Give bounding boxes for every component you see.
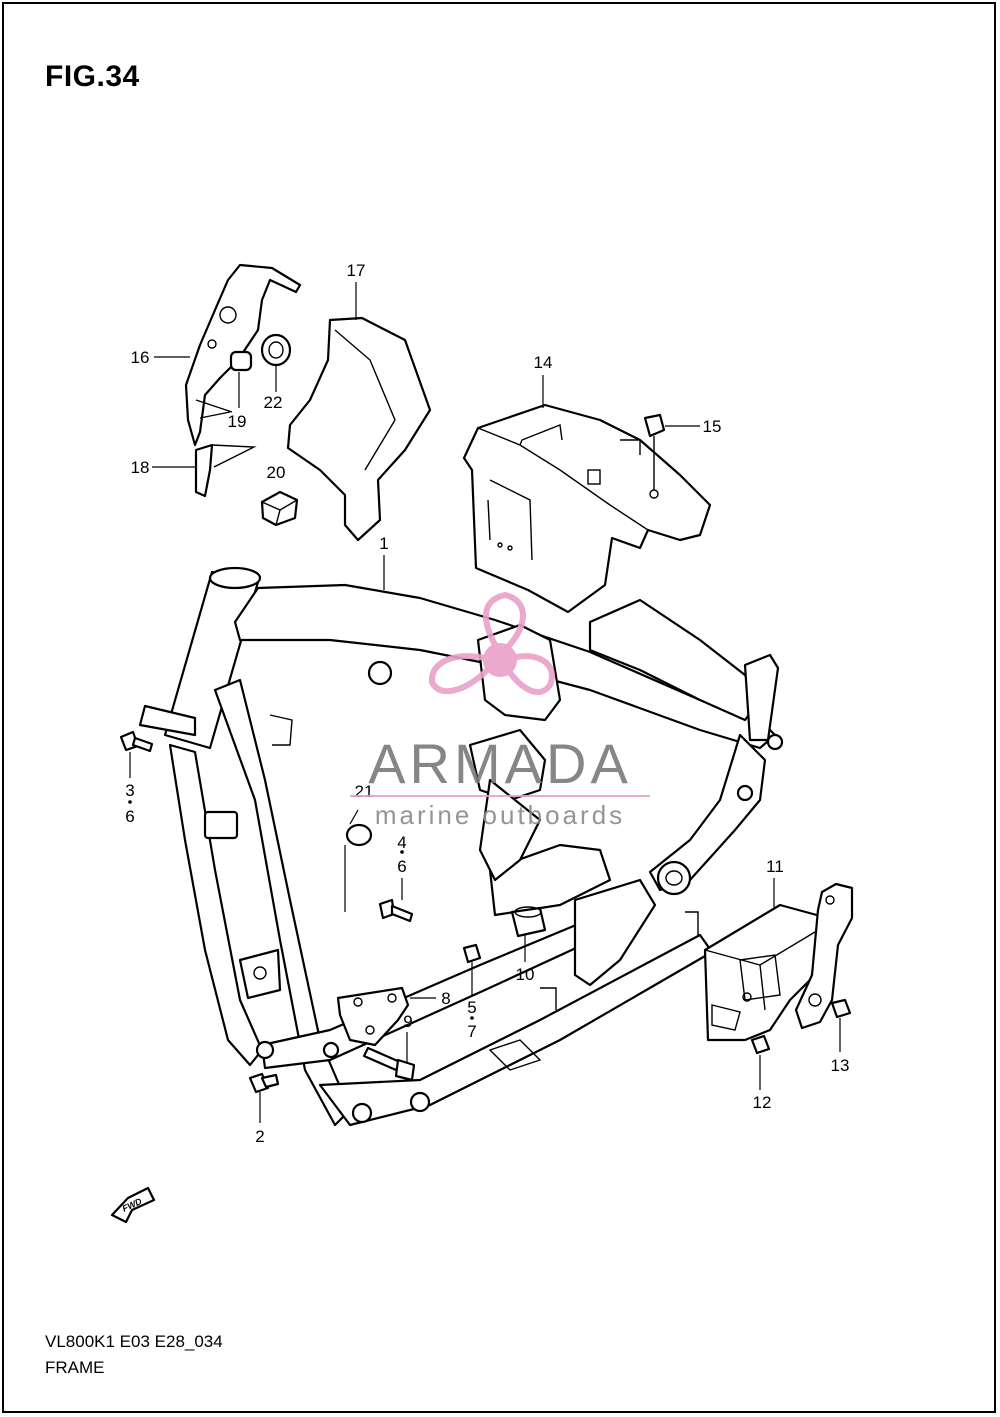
callout-3[interactable]: 3 — [125, 781, 134, 800]
propeller-logo-icon — [428, 591, 555, 696]
part-1-frame[interactable] — [138, 566, 784, 1127]
part-18-strip[interactable] — [194, 443, 257, 498]
part-3-bolt[interactable] — [119, 730, 154, 753]
part-19-grommet[interactable] — [229, 350, 253, 372]
part-5-nut[interactable] — [462, 943, 482, 964]
figure-title: FIG.34 — [45, 60, 140, 93]
fwd-arrow-icon: FWD — [110, 1186, 156, 1224]
part-21-cap[interactable] — [345, 823, 373, 847]
part-20-cushion[interactable] — [260, 490, 299, 527]
part-17-cover[interactable] — [286, 316, 432, 542]
part-11-bracket-box[interactable] — [703, 903, 837, 1042]
callout-22[interactable]: 22 — [264, 393, 283, 412]
callout-18[interactable]: 18 — [131, 458, 150, 477]
callout-labels: 1 2 3 6 4 6 5 7 8 9 10 11 12 13 14 15 16… — [125, 261, 849, 1146]
part-11-side-plate[interactable] — [794, 882, 854, 1030]
watermark-brand: ARMADA — [368, 732, 632, 795]
leader-lines — [128, 282, 841, 1123]
part-9-bolt[interactable] — [362, 1046, 416, 1082]
part-12-bolt[interactable] — [750, 1034, 771, 1055]
callout-13[interactable]: 13 — [831, 1056, 850, 1075]
callout-14[interactable]: 14 — [534, 353, 553, 372]
part-15-bolt[interactable] — [643, 413, 666, 499]
part-2-bolt[interactable] — [248, 1072, 280, 1094]
part-16-side-cover[interactable] — [184, 263, 302, 447]
watermark: ARMADA marine outboards — [350, 591, 650, 830]
callout-2[interactable]: 2 — [255, 1127, 264, 1146]
callout-20[interactable]: 20 — [267, 463, 286, 482]
figure-name: FRAME — [45, 1358, 105, 1377]
callout-12[interactable]: 12 — [753, 1093, 772, 1112]
figure-code: VL800K1 E03 E28_034 — [45, 1332, 223, 1351]
part-14-battery-tray[interactable] — [462, 403, 712, 614]
part-22-grommet[interactable] — [260, 333, 292, 367]
callout-8[interactable]: 8 — [441, 989, 450, 1008]
callout-15[interactable]: 15 — [703, 417, 722, 436]
part-13-bolt[interactable] — [830, 998, 852, 1019]
callout-11[interactable]: 11 — [766, 857, 784, 876]
part-4-bolt[interactable] — [378, 898, 414, 923]
callout-7[interactable]: 7 — [467, 1022, 476, 1041]
callout-17[interactable]: 17 — [347, 261, 366, 280]
callout-1[interactable]: 1 — [379, 534, 388, 553]
callout-19[interactable]: 19 — [228, 412, 247, 431]
callout-16[interactable]: 16 — [131, 348, 150, 367]
callout-6-a[interactable]: 6 — [125, 807, 134, 826]
watermark-tagline: marine outboards — [375, 800, 625, 830]
part-10-bushing[interactable] — [510, 906, 547, 938]
callout-5[interactable]: 5 — [467, 998, 476, 1017]
callout-6-b[interactable]: 6 — [397, 857, 406, 876]
callout-10[interactable]: 10 — [516, 965, 535, 984]
part-8-bracket[interactable] — [336, 986, 410, 1047]
callout-4[interactable]: 4 — [397, 833, 406, 852]
callout-9[interactable]: 9 — [403, 1012, 412, 1031]
